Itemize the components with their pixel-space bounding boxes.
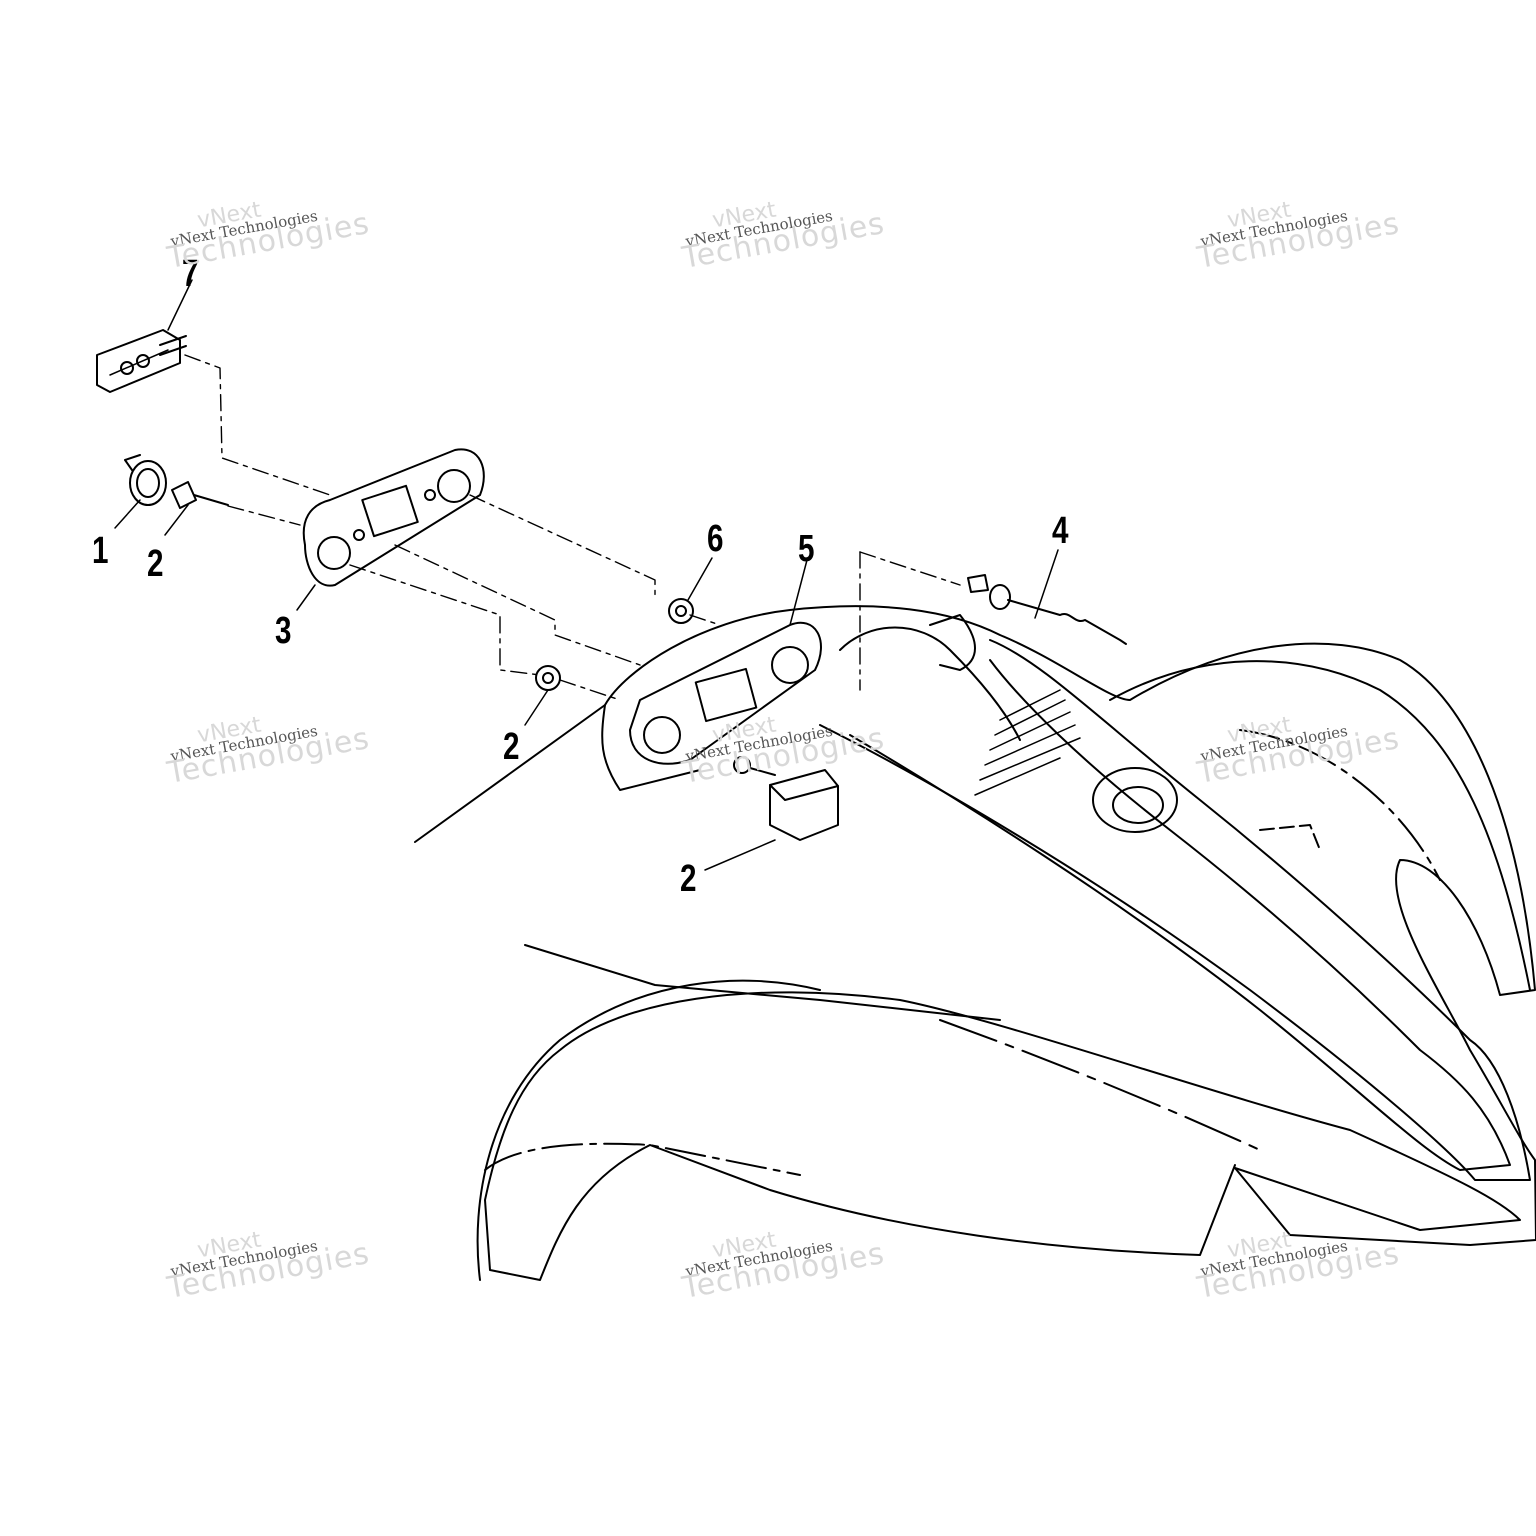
callout-3: 3 [275,610,292,652]
callout-2-key: 2 [147,543,164,585]
callout-7: 7 [182,253,199,295]
rear-fender-arch [1109,660,1531,991]
fender-left-lip [601,704,701,791]
callout-1: 1 [92,530,109,572]
fender-outline [414,605,1536,1281]
center-ridge-inner [849,659,1511,1171]
fender-detail-dash [1259,824,1321,851]
bolt-4-head [967,574,989,593]
gas-cap-inner [1112,786,1164,824]
mount-plate-5-hole-right [771,646,809,684]
front-fender-inner [484,1142,801,1176]
cover-plate-3-hole-left [317,536,351,570]
callout-2-switch: 2 [680,858,697,900]
rear-fender-inner [1239,729,1441,881]
washer-2 [535,665,561,691]
mount-plate-5 [629,621,822,765]
mount-plate-5-hole-left [643,716,681,754]
cover-plate-3 [302,448,485,587]
fender-detail-line [939,1019,1261,1151]
cover-plate-3-small-hole-a [353,529,365,541]
ignition-switch-1 [129,460,167,506]
gas-cap-outer [1092,767,1178,833]
callout-4: 4 [1052,510,1069,552]
cover-plate-3-hole-right [437,469,471,503]
callout-5: 5 [798,528,815,570]
callout-leader-lines [114,279,1059,871]
switch-2 [769,769,839,841]
mount-plate-5-window [694,667,758,723]
fender-lower-edge [524,944,1001,1021]
assembly-leader-lines [184,354,961,701]
connector-7 [96,329,181,393]
key-2 [171,481,197,509]
washer-6 [668,598,694,624]
seat-hook [929,614,976,671]
panel-hatching [974,689,1081,796]
seat-front [839,626,1021,741]
cover-plate-3-small-hole-b [424,489,436,501]
center-ridge-outer [819,639,1531,1181]
callout-2-washer: 2 [503,726,520,768]
callout-6: 6 [707,518,724,560]
front-fender-arch [476,979,821,1281]
cover-plate-3-window [361,484,419,538]
